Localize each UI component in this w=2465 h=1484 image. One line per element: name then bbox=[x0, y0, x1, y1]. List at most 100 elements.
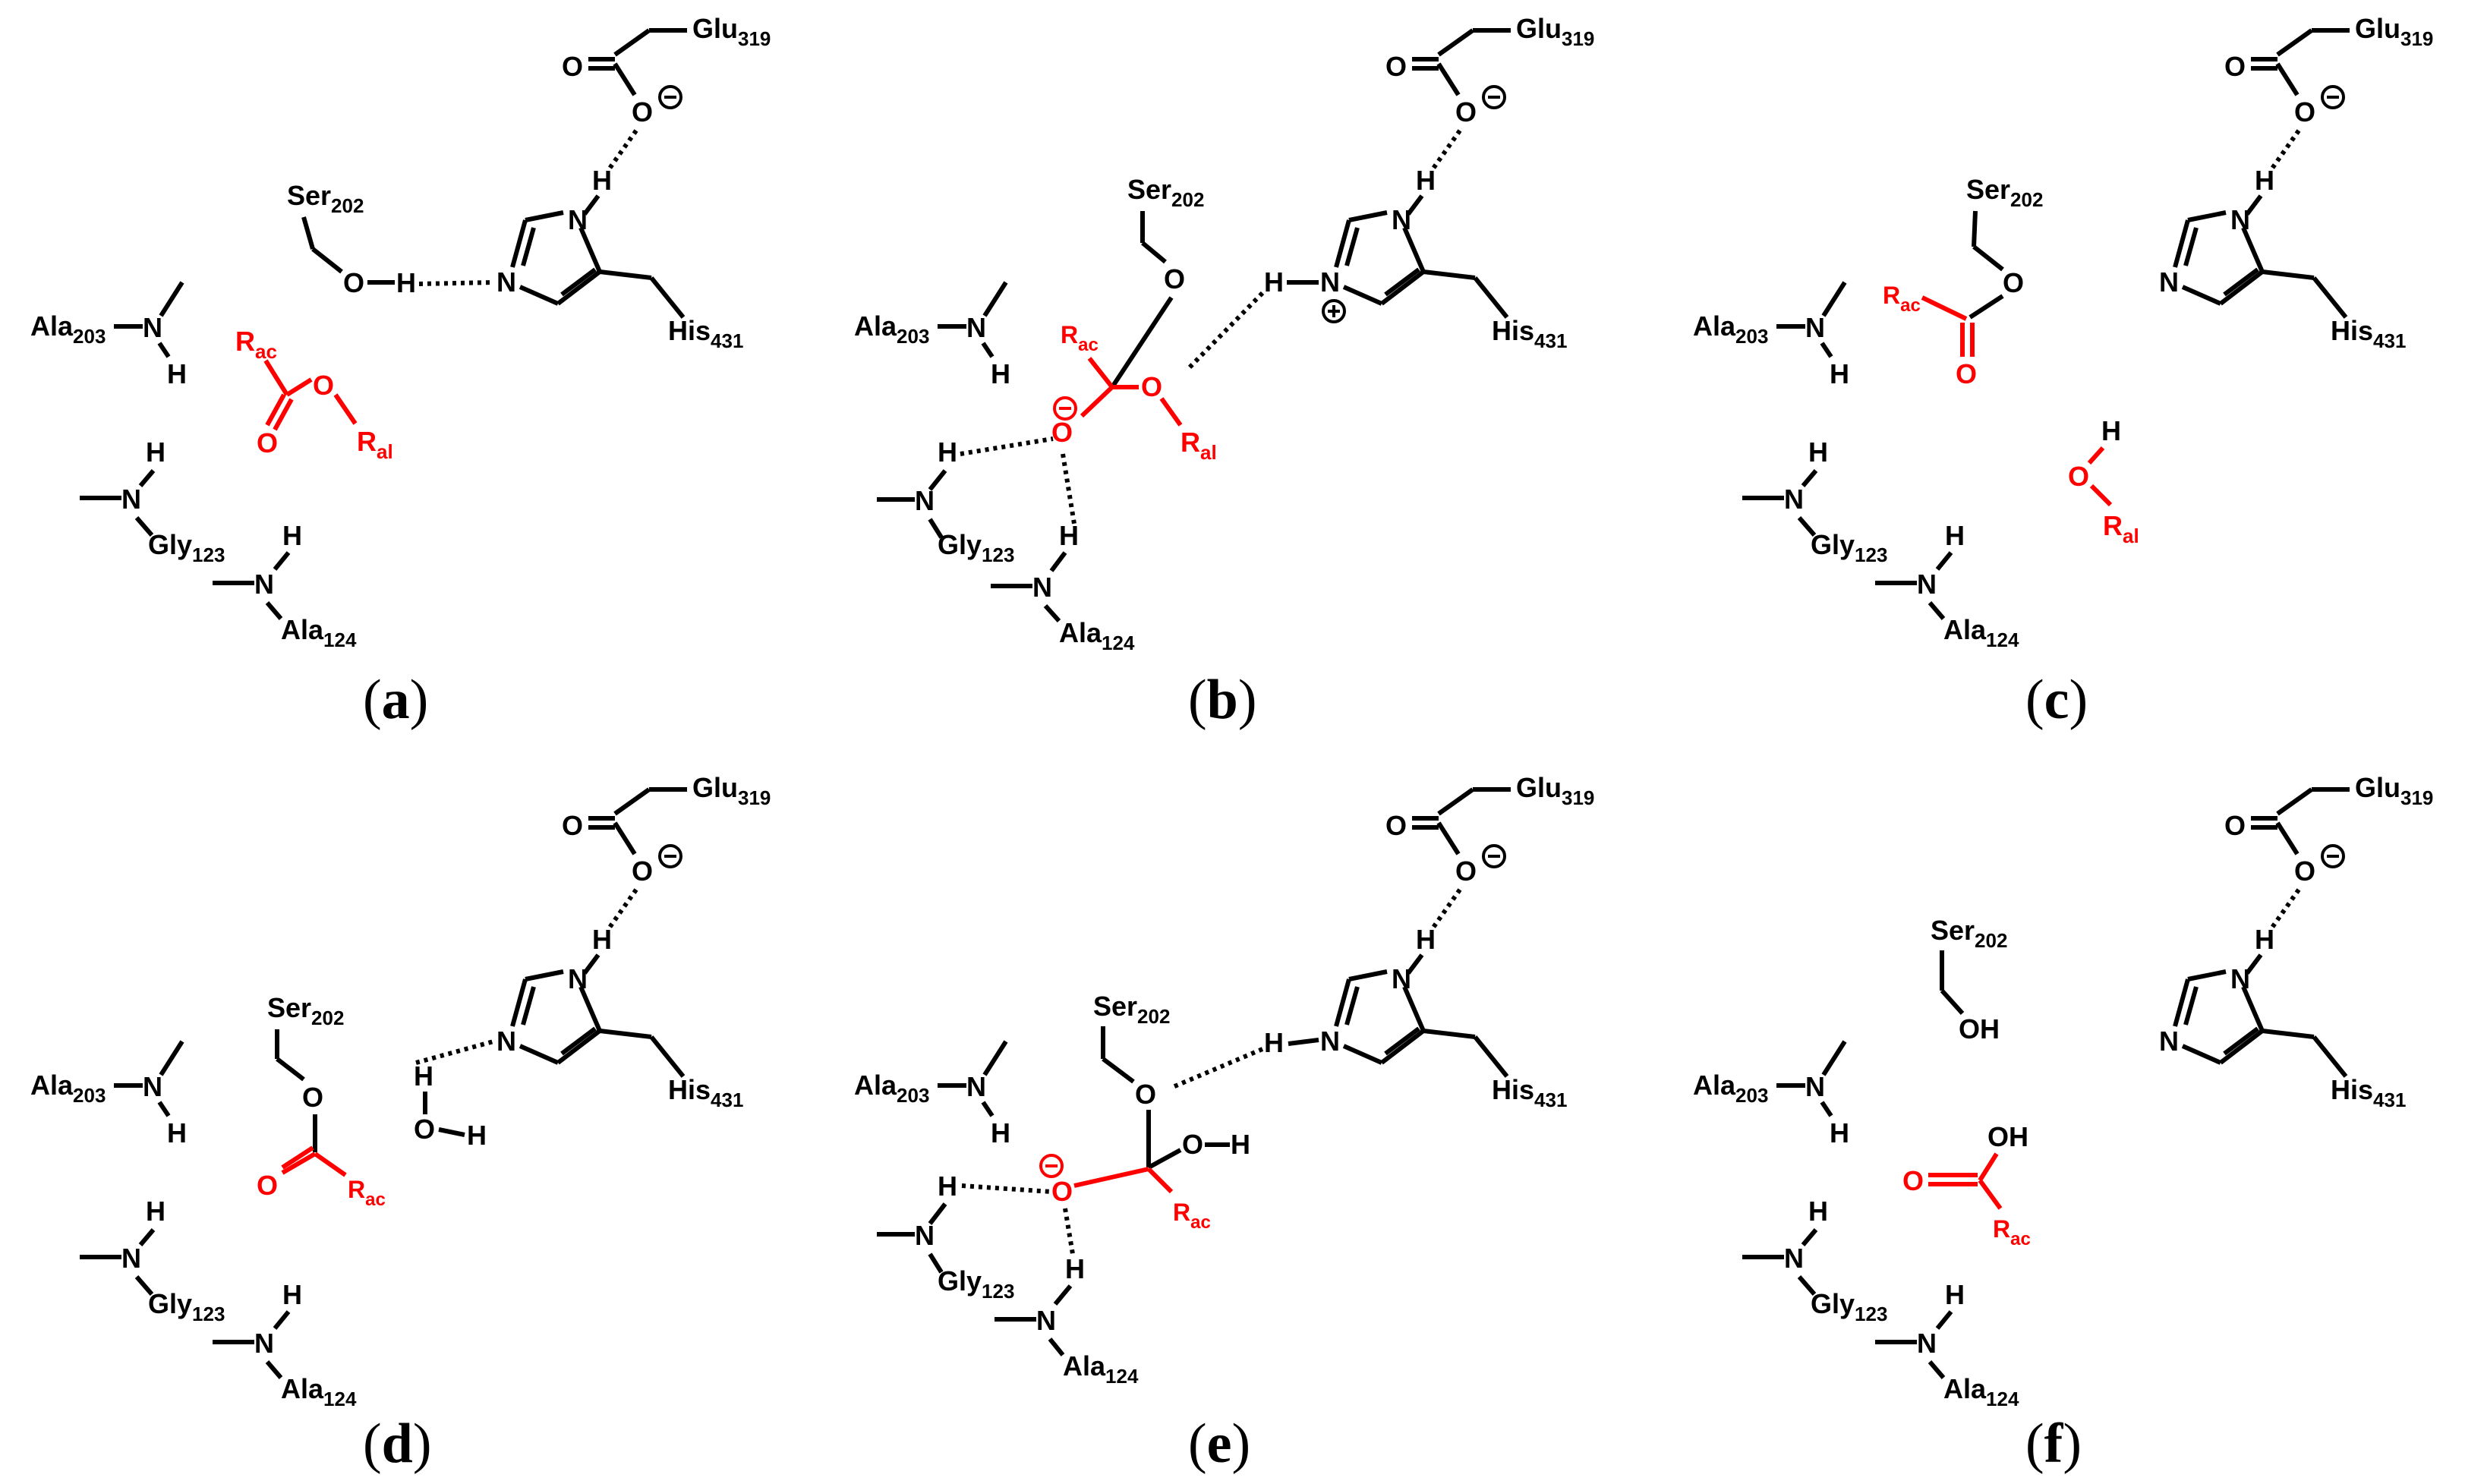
svg-text:N: N bbox=[1036, 1305, 1056, 1336]
svg-text:Rac: Rac bbox=[235, 326, 277, 363]
svg-text:Ral: Ral bbox=[357, 426, 393, 463]
caption-d: (d) bbox=[363, 1412, 431, 1476]
caption-open: ( bbox=[363, 669, 382, 731]
svg-text:O: O bbox=[1385, 810, 1407, 841]
ester-substrate-a: Rac O O Ral bbox=[235, 326, 393, 463]
svg-text:O: O bbox=[2294, 96, 2315, 128]
svg-text:O: O bbox=[1902, 1165, 1924, 1196]
ser202-a: Ser202 O H bbox=[287, 180, 494, 298]
panel-f: O O Glu319 H N N His431 Ser202 OH OH O bbox=[1693, 772, 2433, 1410]
svg-text:H: H bbox=[1416, 165, 1436, 196]
svg-text:H: H bbox=[2255, 924, 2274, 955]
svg-text:N: N bbox=[1320, 266, 1340, 298]
svg-text:Glu319: Glu319 bbox=[2355, 772, 2433, 809]
svg-text:N: N bbox=[1320, 1026, 1340, 1057]
svg-text:O: O bbox=[1141, 371, 1162, 402]
panel-e: O O Glu319 H N N H His431 Ser202 O O H A… bbox=[854, 772, 1594, 1388]
svg-text:Glu319: Glu319 bbox=[1516, 13, 1594, 50]
svg-text:Ala124: Ala124 bbox=[1063, 1350, 1139, 1388]
svg-text:Rac: Rac bbox=[1883, 282, 1921, 316]
svg-text:H: H bbox=[991, 358, 1010, 389]
caption-letter: c bbox=[2044, 669, 2069, 731]
caption-c: (c) bbox=[2025, 668, 2088, 733]
caption-open: ( bbox=[1188, 1413, 1207, 1475]
caption-b: (b) bbox=[1188, 668, 1256, 733]
svg-text:N: N bbox=[1392, 204, 1411, 235]
caption-close: ) bbox=[1231, 1413, 1251, 1475]
svg-text:O: O bbox=[343, 267, 364, 298]
svg-text:H: H bbox=[1231, 1129, 1250, 1160]
svg-text:H: H bbox=[467, 1120, 487, 1151]
caption-f: (f) bbox=[2025, 1412, 2082, 1476]
svg-text:O: O bbox=[2294, 855, 2315, 887]
caption-close: ) bbox=[412, 1413, 432, 1475]
svg-text:N: N bbox=[915, 1220, 935, 1251]
caption-letter: f bbox=[2044, 1413, 2063, 1475]
svg-text:His431: His431 bbox=[1492, 1074, 1567, 1111]
svg-text:Ser202: Ser202 bbox=[287, 180, 364, 217]
svg-text:O: O bbox=[1182, 1129, 1203, 1160]
caption-open: ( bbox=[2025, 669, 2044, 731]
svg-text:N: N bbox=[915, 485, 935, 516]
svg-text:Ala124: Ala124 bbox=[1059, 617, 1135, 654]
svg-text:Ser202: Ser202 bbox=[1966, 174, 2043, 211]
svg-text:H: H bbox=[1416, 924, 1436, 955]
svg-text:OH: OH bbox=[1959, 1013, 2000, 1044]
caption-letter: b bbox=[1206, 669, 1238, 731]
caption-open: ( bbox=[1188, 669, 1207, 731]
svg-text:O: O bbox=[1455, 96, 1477, 128]
svg-text:His431: His431 bbox=[2331, 1074, 2406, 1111]
caption-a: (a) bbox=[363, 668, 428, 733]
svg-text:H: H bbox=[1264, 266, 1284, 298]
svg-text:Ser202: Ser202 bbox=[1931, 915, 2007, 952]
svg-text:Ala203: Ala203 bbox=[854, 1070, 929, 1107]
svg-text:O: O bbox=[257, 1170, 278, 1201]
svg-text:Rac: Rac bbox=[1061, 321, 1099, 355]
caption-e: (e) bbox=[1188, 1412, 1250, 1476]
caption-close: ) bbox=[1237, 669, 1257, 731]
svg-text:Rac: Rac bbox=[348, 1176, 386, 1210]
caption-close: ) bbox=[409, 669, 429, 731]
svg-text:O: O bbox=[1051, 1176, 1073, 1207]
svg-text:O: O bbox=[313, 370, 334, 401]
caption-letter: a bbox=[381, 669, 410, 731]
svg-text:O: O bbox=[1164, 263, 1185, 295]
panel-c: O O Glu319 H N N His431 Ser202 O Rac O bbox=[1693, 13, 2433, 651]
svg-text:O: O bbox=[2003, 267, 2024, 298]
caption-open: ( bbox=[363, 1413, 382, 1475]
panel-b: O O Glu319 H N N H His431 Ser202 O Ala20 bbox=[854, 13, 1594, 654]
svg-text:Rac: Rac bbox=[1173, 1199, 1211, 1233]
svg-text:Rac: Rac bbox=[1993, 1215, 2031, 1249]
svg-text:Ala203: Ala203 bbox=[854, 310, 929, 348]
svg-text:H: H bbox=[1264, 1027, 1284, 1058]
svg-text:H: H bbox=[938, 1171, 957, 1202]
svg-text:Gly123: Gly123 bbox=[938, 529, 1014, 566]
caption-open: ( bbox=[2025, 1413, 2044, 1475]
svg-text:H: H bbox=[991, 1117, 1010, 1148]
svg-text:Ral: Ral bbox=[2103, 510, 2139, 547]
svg-text:H: H bbox=[938, 436, 957, 468]
svg-text:N: N bbox=[2230, 963, 2250, 994]
svg-text:N: N bbox=[1392, 963, 1411, 994]
svg-text:H: H bbox=[2101, 415, 2121, 446]
svg-text:N: N bbox=[2230, 204, 2250, 235]
svg-text:OH: OH bbox=[1987, 1121, 2028, 1152]
svg-text:His431: His431 bbox=[2331, 315, 2406, 352]
svg-text:N: N bbox=[966, 312, 986, 343]
svg-text:O: O bbox=[257, 427, 278, 458]
svg-text:O: O bbox=[1051, 417, 1073, 448]
caption-close: ) bbox=[2069, 669, 2088, 731]
svg-text:O: O bbox=[2224, 51, 2246, 82]
panel-d: Ser202 O O Rac H O H bbox=[30, 772, 771, 1410]
svg-text:H: H bbox=[414, 1060, 433, 1092]
svg-text:O: O bbox=[1956, 358, 1977, 389]
svg-text:O: O bbox=[1385, 51, 1407, 82]
svg-text:H: H bbox=[1065, 1253, 1085, 1284]
svg-text:Ral: Ral bbox=[1180, 427, 1217, 464]
svg-text:Ser202: Ser202 bbox=[267, 992, 344, 1029]
caption-close: ) bbox=[2063, 1413, 2082, 1475]
svg-text:O: O bbox=[2224, 810, 2246, 841]
svg-text:N: N bbox=[2159, 1026, 2179, 1057]
svg-text:O: O bbox=[302, 1082, 323, 1113]
